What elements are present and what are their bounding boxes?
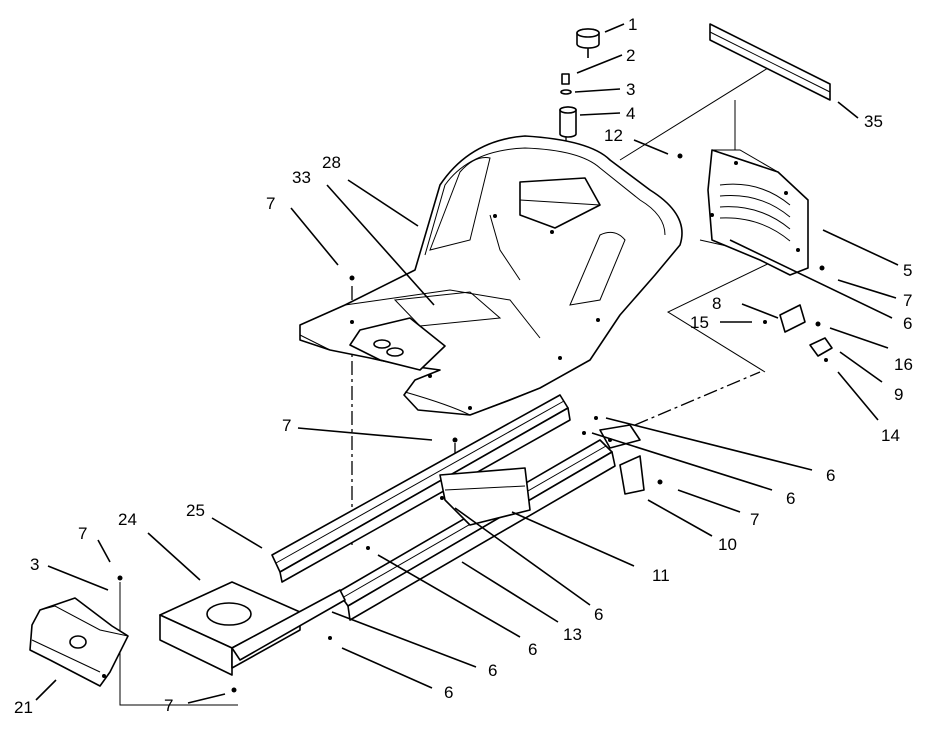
body-seat-pan — [299, 135, 683, 416]
callout-21: 21 — [14, 698, 33, 717]
callout-16: 16 — [894, 355, 913, 374]
callout-11: 11 — [652, 566, 670, 585]
steering-cap-assembly — [559, 28, 600, 138]
callout-28: 28 — [322, 153, 341, 172]
callout-3: 3 — [626, 80, 635, 99]
steering-bracket — [29, 597, 129, 687]
callout-leaders — [35, 23, 899, 704]
callout-7: 7 — [78, 524, 87, 543]
callout-2: 2 — [626, 46, 635, 65]
callout-7: 7 — [282, 416, 291, 435]
callout-25: 25 — [186, 501, 205, 520]
callout-7: 7 — [266, 194, 275, 213]
callout-15: 15 — [690, 313, 709, 332]
callout-13: 13 — [563, 625, 582, 644]
seat-adjust-bracket — [763, 304, 833, 362]
callout-6: 6 — [786, 489, 795, 508]
callout-6: 6 — [488, 661, 497, 680]
rear-fender-panel — [677, 149, 825, 276]
callout-4: 4 — [626, 104, 635, 123]
rear-support-bar — [709, 23, 831, 101]
callout-8: 8 — [712, 294, 721, 313]
callout-6: 6 — [594, 605, 603, 624]
callout-6: 6 — [444, 683, 453, 702]
callout-9: 9 — [894, 385, 903, 404]
callout-6: 6 — [528, 640, 537, 659]
callout-labels: 1 2 3 4 35 12 28 33 7 5 7 8 15 6 16 9 14… — [14, 15, 913, 717]
callout-35: 35 — [864, 112, 883, 131]
callout-7: 7 — [164, 696, 173, 715]
callout-3: 3 — [30, 555, 39, 574]
rear-mount-plate — [117, 575, 346, 693]
callout-6: 6 — [903, 314, 912, 333]
callout-14: 14 — [881, 426, 900, 445]
callout-1: 1 — [628, 15, 637, 34]
callout-7: 7 — [903, 291, 912, 310]
callout-7: 7 — [750, 510, 759, 529]
callout-12: 12 — [604, 126, 623, 145]
callout-5: 5 — [903, 261, 912, 280]
callout-6: 6 — [826, 466, 835, 485]
callout-24: 24 — [118, 510, 137, 529]
callout-10: 10 — [718, 535, 737, 554]
callout-33: 33 — [292, 168, 311, 187]
